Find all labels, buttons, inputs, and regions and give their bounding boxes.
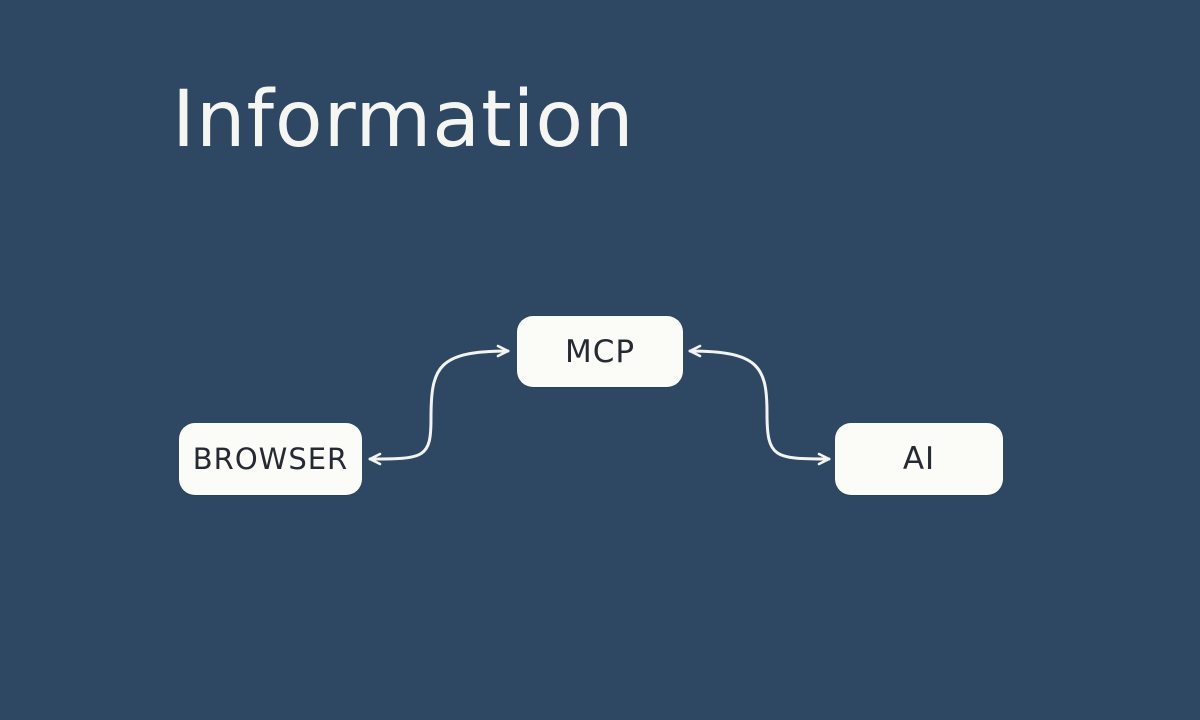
mcp-ai-connector: [688, 344, 831, 466]
browser-node-label: BROWSER: [192, 442, 349, 476]
ai-node: AI: [835, 423, 1003, 495]
ai-node-label: AI: [902, 441, 936, 477]
mcp-node-label: MCP: [564, 333, 636, 370]
mcp-node: MCP: [517, 316, 683, 387]
browser-mcp-connector: [368, 344, 510, 466]
browser-node: BROWSER: [179, 423, 362, 495]
diagram-title: Information: [172, 75, 635, 165]
